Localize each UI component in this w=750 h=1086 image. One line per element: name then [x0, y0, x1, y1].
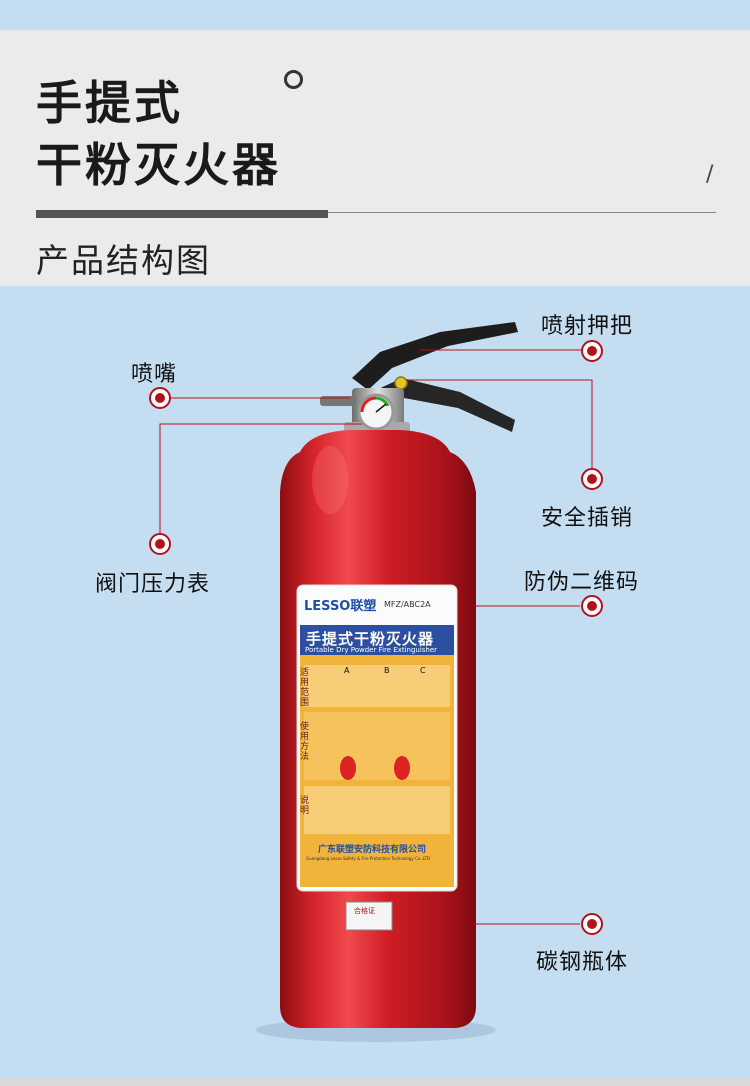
- fire-class-b: B: [384, 666, 390, 675]
- callout-dot-qr-code: [581, 595, 603, 617]
- header: 手提式 干粉灭火器 / 产品结构图: [0, 30, 750, 286]
- spray-lever: [352, 322, 518, 390]
- callout-dot-nozzle: [149, 387, 171, 409]
- slash-mark: /: [706, 162, 714, 187]
- callout-dot-valve-gauge: [149, 533, 171, 555]
- section-subtitle: 产品结构图: [36, 241, 211, 280]
- label-model: MFZ/ABC2A: [384, 600, 431, 609]
- fire-class-c: C: [420, 666, 426, 675]
- callout-label-steel-body: 碳钢瓶体: [536, 950, 629, 975]
- callout-dot-spray-handle: [581, 340, 603, 362]
- carry-handle: [372, 378, 515, 432]
- callout-label-safety-pin: 安全插销: [541, 506, 634, 531]
- label-name-en: Portable Dry Powder Fire Extinguisher: [305, 646, 438, 654]
- callout-dot-steel-body: [581, 913, 603, 935]
- callout-dot-safety-pin: [581, 468, 603, 490]
- label-company-cn: 广东联塑安防科技有限公司: [318, 845, 427, 855]
- divider-accent: [36, 210, 328, 218]
- circle-icon: [284, 70, 303, 89]
- page-title-line2: 干粉灭火器: [36, 138, 281, 192]
- top-strip: [0, 0, 750, 30]
- label-name-cn: 手提式干粉灭火器: [306, 630, 435, 648]
- bottom-bar: [0, 1078, 750, 1086]
- cert-tag-text: 合格证: [354, 907, 375, 915]
- callout-label-nozzle: 喷嘴: [131, 362, 178, 387]
- label-note: 说明: [300, 796, 310, 816]
- label-brand: LESSO联塑: [304, 599, 377, 614]
- callout-label-qr-code: 防伪二维码: [524, 570, 640, 595]
- divider-line: [36, 212, 716, 213]
- page-title-line1: 手提式: [36, 76, 183, 130]
- label-blue-band: [300, 625, 454, 655]
- fire-class-a: A: [344, 666, 350, 675]
- label-company-en: Guangdong Lesso Safety & Fire Protection…: [306, 856, 430, 861]
- label-use: 使用方法: [300, 722, 310, 762]
- callout-label-valve-gauge: 阀门压力表: [95, 572, 211, 597]
- certificate-tag: [345, 901, 393, 931]
- line-safety-pin: [408, 379, 593, 468]
- line-spray-handle: [420, 340, 593, 351]
- label-scope: 适用范围: [300, 668, 310, 708]
- line-valve-gauge: [159, 423, 362, 534]
- callout-label-spray-handle: 喷射押把: [541, 314, 634, 339]
